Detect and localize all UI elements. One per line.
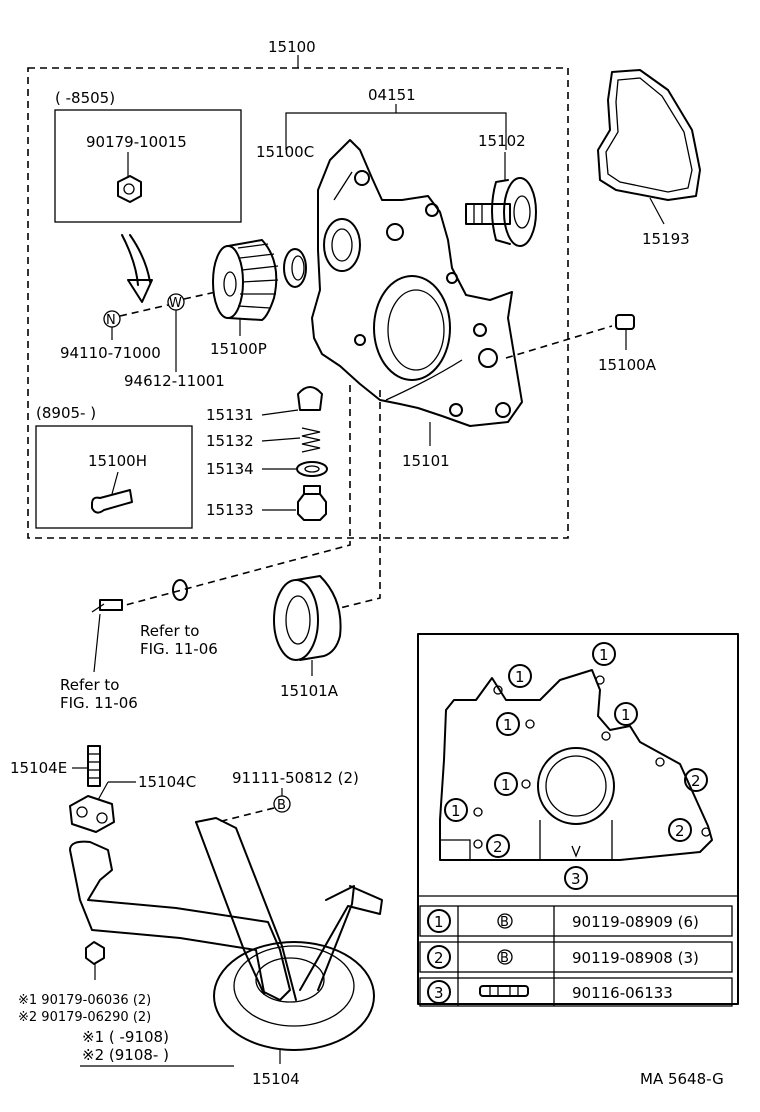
label-15100: 15100 — [268, 38, 316, 56]
oil-strainer-icon — [69, 817, 383, 1051]
inset-label-1e: 1 — [501, 776, 511, 794]
label-15132: 15132 — [206, 432, 254, 450]
date-box-late-range: (8905- ) — [36, 404, 96, 422]
marker-b-icon — [273, 795, 291, 813]
legend-1: ※1 ( -9108) — [82, 1028, 169, 1046]
inset-label-1f: 1 — [451, 802, 461, 820]
label-15131: 15131 — [206, 406, 254, 424]
table-row-2-num: 2 — [434, 949, 444, 967]
inset-label-2b: 2 — [675, 822, 685, 840]
stud-bolt-icon — [87, 745, 101, 787]
date-box-early-range: ( -8505) — [55, 89, 115, 107]
label-15100C: 15100C — [256, 143, 314, 161]
sender-icon — [91, 599, 123, 613]
refer-text-2a: Refer to — [60, 676, 119, 694]
oil-pump-body-icon — [311, 139, 523, 427]
table-row-2-part: 90119-08908 (3) — [572, 949, 699, 967]
diagram-code: MA 5648-G — [640, 1070, 724, 1088]
date-box-early — [54, 109, 242, 223]
drive-gear-icon — [212, 239, 279, 321]
inset-label-1a: 1 — [515, 668, 525, 686]
inset-label-1d: 1 — [621, 706, 631, 724]
label-15101: 15101 — [402, 452, 450, 470]
label-15102: 15102 — [478, 132, 526, 150]
inset-label-3: 3 — [571, 870, 581, 888]
bolt-icon — [91, 489, 133, 514]
gasket-icon — [597, 69, 701, 201]
label-15100A: 15100A — [598, 356, 657, 374]
label-15100P: 15100P — [210, 340, 267, 358]
marker-b: B — [277, 798, 286, 813]
table-row-1-symbol: B — [500, 915, 509, 930]
label-15133: 15133 — [206, 501, 254, 519]
refer-text-2b: FIG. 11-06 — [60, 694, 138, 712]
inset-pump-outline-icon — [439, 669, 713, 861]
refer-text-1b: FIG. 11-06 — [140, 640, 218, 658]
refer-text-1a: Refer to — [140, 622, 199, 640]
label-15100H: 15100H — [88, 452, 147, 470]
inset-label-2a: 2 — [691, 772, 701, 790]
label-94110-71000: 94110-71000 — [60, 344, 161, 362]
inset-callout-labels: 1 1 1 1 1 1 2 2 2 3 — [444, 642, 708, 890]
small-seal-icon — [172, 579, 188, 601]
marker-w: W — [169, 296, 182, 311]
inset-label-1c: 1 — [503, 716, 513, 734]
relief-valve-icon — [297, 386, 323, 411]
rotor-icon — [465, 177, 537, 247]
stud-icon — [479, 985, 529, 997]
note-2: ※2 90179-06290 (2) — [18, 1010, 151, 1025]
label-94612-11001: 94612-11001 — [124, 372, 225, 390]
bolt-location-inset — [417, 633, 739, 1005]
label-15104: 15104 — [252, 1070, 300, 1088]
table-row-1-part: 90119-08909 (6) — [572, 913, 699, 931]
valve-plug-icon — [297, 485, 327, 521]
label-15101A: 15101A — [280, 682, 339, 700]
date-box-late — [35, 425, 193, 529]
plug-icon — [615, 314, 635, 330]
table-row-3-part: 90116-06133 — [572, 984, 673, 1002]
spring-icon — [301, 427, 321, 453]
label-15104C: 15104C — [138, 773, 196, 791]
label-15193: 15193 — [642, 230, 690, 248]
direction-arrow-icon — [121, 234, 153, 303]
inset-label-1b: 1 — [599, 646, 609, 664]
nut-icon — [117, 175, 142, 203]
label-91111-50812: 91111-50812 (2) — [232, 769, 359, 787]
strainer-nut-icon — [85, 941, 105, 965]
inset-label-2c: 2 — [493, 838, 503, 856]
marker-n: N — [106, 313, 116, 328]
crank-oil-seal-icon — [273, 575, 342, 661]
table-row-3-num: 3 — [434, 984, 444, 1002]
legend-2: ※2 (9108- ) — [82, 1046, 169, 1064]
label-90179-10015: 90179-10015 — [86, 133, 187, 151]
label-15104E: 15104E — [10, 759, 67, 777]
label-04151: 04151 — [368, 86, 416, 104]
oil-seal-small-icon — [283, 248, 307, 288]
bolt-table: 1 B 90119-08909 (6) 2 B 90119-08908 (3) … — [419, 905, 733, 1007]
table-row-2-symbol: B — [500, 951, 509, 966]
table-row-1-num: 1 — [434, 913, 444, 931]
washer-icon — [296, 461, 328, 477]
note-1: ※1 90179-06036 (2) — [18, 993, 151, 1008]
strainer-gasket-icon — [69, 795, 115, 833]
label-15134: 15134 — [206, 460, 254, 478]
